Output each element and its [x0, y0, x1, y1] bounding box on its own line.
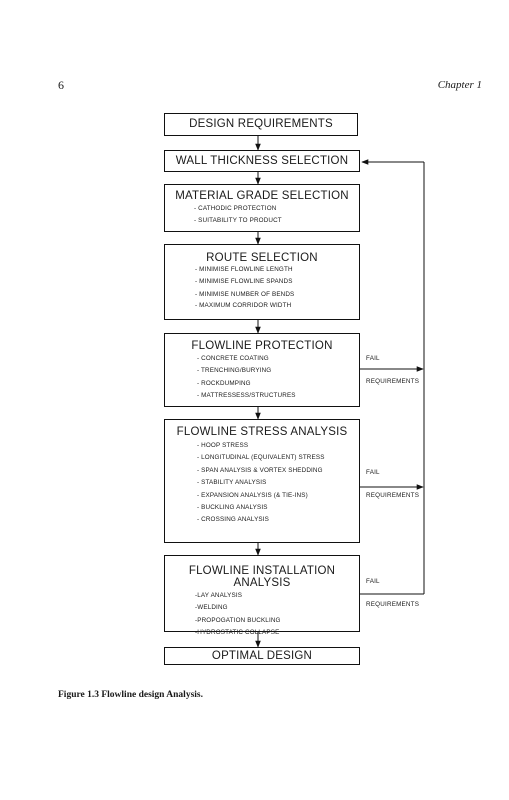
stress-fail-label: FAIL — [366, 469, 380, 476]
material-grade-title: MATERIAL GRADE SELECTION — [175, 190, 349, 202]
design-requirements-box: DESIGN REQUIREMENTS — [164, 113, 358, 136]
wall-thickness-box: WALL THICKNESS SELECTION — [164, 150, 360, 172]
stress-analysis-item: - BUCKLING ANALYSIS — [197, 504, 268, 512]
optimal-design-label: OPTIMAL DESIGN — [211, 650, 313, 662]
material-grade-box: MATERIAL GRADE SELECTION - CATHODIC PROT… — [164, 184, 360, 232]
running-header-chapter: Chapter 1 — [437, 79, 482, 91]
route-selection-item: - MINIMISE NUMBER OF BENDS — [195, 290, 295, 298]
installation-analysis-title: FLOWLINE INSTALLATION ANALYSIS — [188, 565, 336, 589]
stress-analysis-item: - EXPANSION ANALYSIS (& TIE-INS) — [197, 491, 308, 499]
stress-analysis-item: - CROSSING ANALYSIS — [197, 516, 270, 524]
flowline-protection-item: - ROCKDUMPING — [197, 379, 251, 387]
stress-analysis-item: - STABILITY ANALYSIS — [197, 479, 267, 487]
material-grade-item: - SUITABILITY TO PRODUCT — [194, 217, 282, 225]
material-grade-item: - CATHODIC PROTECTION — [194, 205, 277, 212]
installation-analysis-item: -HYDROSTATIC COLLAPSE — [195, 629, 280, 637]
protection-fail-label: FAIL — [366, 355, 380, 362]
route-selection-box: ROUTE SELECTION - MINIMISE FLOWLINE LENG… — [164, 244, 360, 320]
stress-analysis-item: - HOOP STRESS — [197, 442, 249, 449]
flowline-protection-title: FLOWLINE PROTECTION — [191, 340, 333, 352]
stress-requirements-label: REQUIREMENTS — [366, 492, 420, 499]
flowline-protection-item: - TRENCHING/BURYING — [197, 367, 272, 375]
route-selection-title: ROUTE SELECTION — [206, 252, 318, 264]
route-selection-item: - MAXIMUM CORRIDOR WIDTH — [195, 302, 292, 310]
flowline-protection-item: - CONCRETE COATING — [197, 355, 269, 362]
installation-analysis-item: -PROPOGATION BUCKLING — [195, 616, 281, 624]
installation-analysis-item: -WELDING — [195, 604, 228, 612]
flowline-protection-box: FLOWLINE PROTECTION - CONCRETE COATING -… — [164, 333, 360, 407]
route-selection-item: - MINIMISE FLOWLINE LENGTH — [195, 266, 293, 273]
installation-fail-label: FAIL — [366, 578, 380, 585]
stress-analysis-item: - LONGITUDINAL (EQUIVALENT) STRESS — [197, 454, 325, 462]
stress-analysis-item: - SPAN ANALYSIS & VORTEX SHEDDING — [197, 466, 323, 474]
installation-analysis-box: FLOWLINE INSTALLATION ANALYSIS -LAY ANAL… — [164, 555, 360, 636]
stress-analysis-box: FLOWLINE STRESS ANALYSIS - HOOP STRESS -… — [164, 419, 360, 543]
installation-requirements-label: REQUIREMENTS — [366, 601, 420, 608]
stress-analysis-title: FLOWLINE STRESS ANALYSIS — [176, 426, 348, 438]
route-selection-item: - MINIMISE FLOWLINE SPANDS — [195, 278, 293, 286]
design-requirements-label: DESIGN REQUIREMENTS — [189, 118, 333, 130]
installation-analysis-item: -LAY ANALYSIS — [195, 592, 243, 599]
protection-requirements-label: REQUIREMENTS — [366, 378, 420, 385]
wall-thickness-label: WALL THICKNESS SELECTION — [175, 155, 349, 167]
figure-caption: Figure 1.3 Flowline design Analysis. — [58, 690, 203, 700]
optimal-design-box: OPTIMAL DESIGN — [164, 647, 360, 665]
page-number: 6 — [58, 78, 64, 92]
flowline-protection-item: - MATTRESSESS/STRUCTURES — [197, 392, 296, 400]
